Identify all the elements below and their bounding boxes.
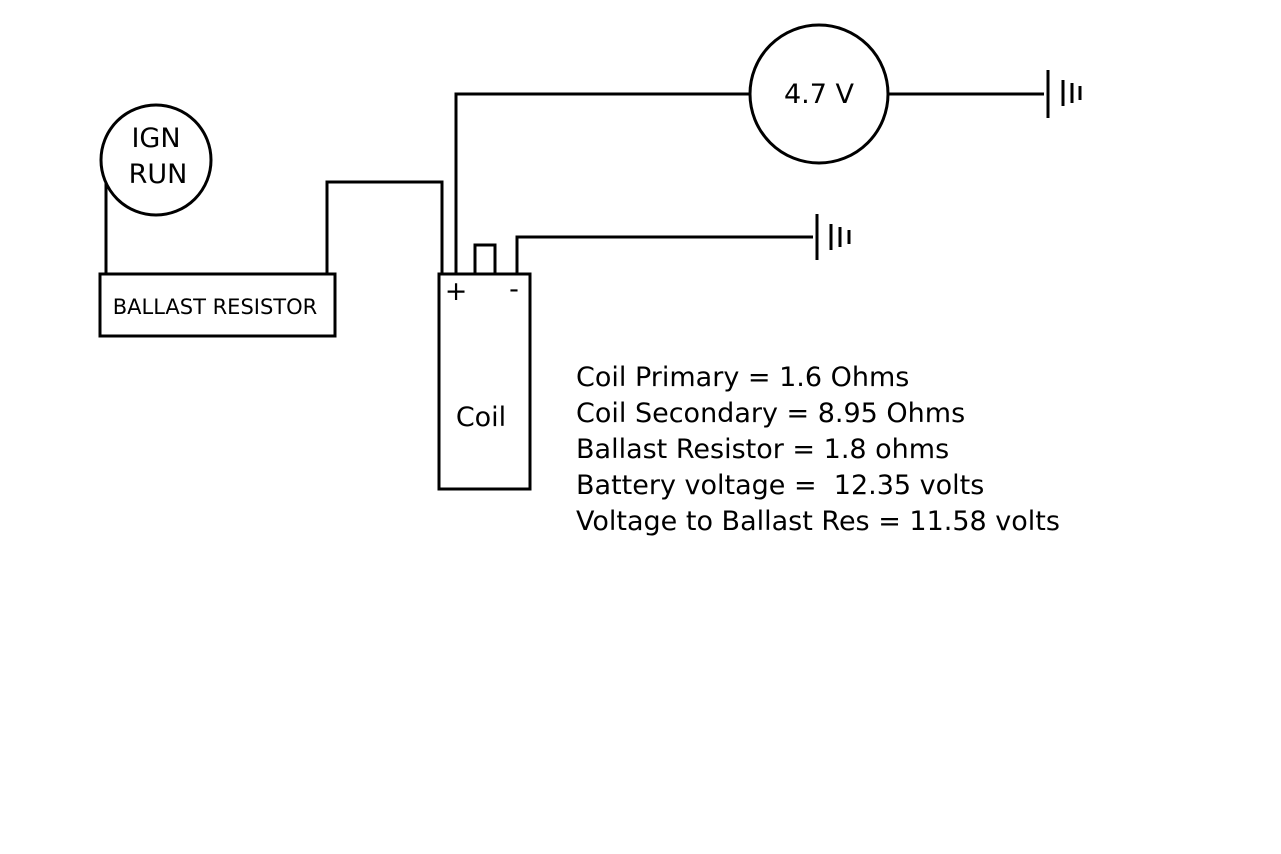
ballast-resistor-label: BALLAST RESISTOR <box>113 295 318 319</box>
ign-label: IGN <box>131 123 180 154</box>
ignition-coil: + - Coil <box>437 243 532 491</box>
ballast-resistor: BALLAST RESISTOR <box>98 272 337 338</box>
coil-positive-terminal: + <box>445 276 468 307</box>
note-line: Coil Secondary = 8.95 Ohms <box>576 398 965 429</box>
voltmeter: 4.7 V <box>748 23 890 165</box>
coil-tower <box>473 243 497 276</box>
wire-coil-positive-to-meter <box>454 92 751 274</box>
ground-icon <box>1046 70 1082 118</box>
run-label: RUN <box>129 159 188 190</box>
note-line: Ballast Resistor = 1.8 ohms <box>576 434 949 465</box>
wire-ballast-to-coil-positive <box>325 180 444 274</box>
note-line: Coil Primary = 1.6 Ohms <box>576 362 909 393</box>
coil-label: Coil <box>456 402 506 433</box>
ign-run-switch: IGN RUN <box>99 103 213 217</box>
note-line: Voltage to Ballast Res = 11.58 volts <box>576 506 1060 537</box>
ground-icon <box>815 214 851 260</box>
note-line: Battery voltage = 12.35 volts <box>576 470 984 501</box>
wire-coil-negative-to-ground <box>515 235 813 274</box>
measurement-notes: Coil Primary = 1.6 Ohms Coil Secondary =… <box>576 362 1060 537</box>
coil-negative-terminal: - <box>509 274 519 305</box>
voltmeter-reading: 4.7 V <box>784 79 855 110</box>
